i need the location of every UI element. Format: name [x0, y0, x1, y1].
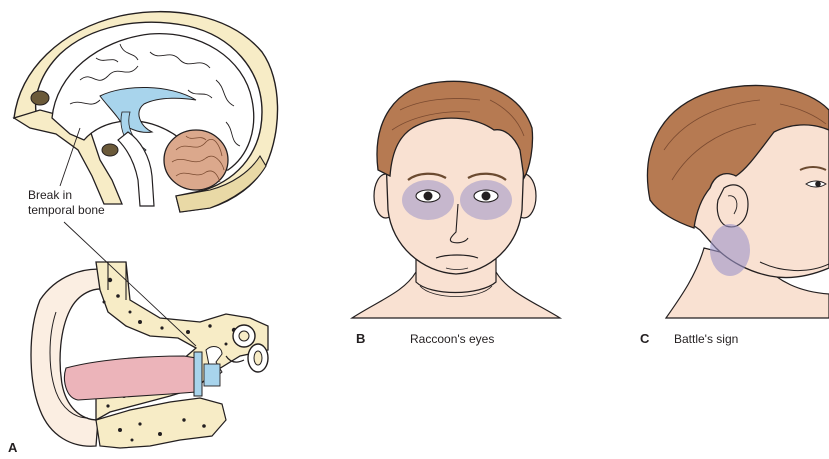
annotation-line-1: Break in	[28, 188, 105, 203]
sphenoid-sinus	[102, 144, 118, 156]
panel-letter-a: A	[8, 440, 17, 455]
ear-cross-section	[31, 262, 268, 448]
face-profile	[648, 86, 829, 318]
caption-battles-sign: Battle's sign	[674, 332, 738, 346]
mastoid-bruise	[710, 224, 750, 276]
skull-sagittal-section	[14, 12, 278, 212]
panel-letter-c: C	[640, 331, 649, 346]
frontal-sinus	[31, 91, 49, 105]
brainstem	[118, 132, 154, 206]
caption-raccoon-eyes: Raccoon's eyes	[410, 332, 494, 346]
tympanic-membrane	[194, 352, 202, 396]
annotation-line-2: temporal bone	[28, 203, 105, 218]
face-front	[352, 81, 560, 318]
annotation-break-temporal-bone: Break in temporal bone	[28, 188, 105, 218]
ear-canal	[65, 356, 197, 400]
panel-letter-b: B	[356, 331, 365, 346]
profile-ear	[717, 185, 748, 227]
